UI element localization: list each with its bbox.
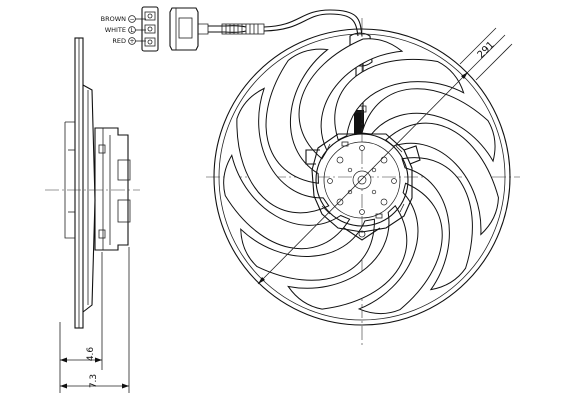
wire-label-brown: BROWN (101, 15, 127, 23)
connector-legend: BROWN − WHITE L RED + (101, 6, 373, 134)
fan-blade (223, 154, 351, 250)
fan-blade (385, 122, 499, 236)
side-view: 4.6 7.3 (45, 37, 140, 393)
fan-blade (401, 157, 473, 291)
fan-hub (305, 133, 421, 241)
wire-label-white: WHITE (105, 26, 126, 34)
front-view: 291 (206, 18, 520, 345)
side-view-motor (94, 127, 129, 251)
connector-face (141, 6, 159, 52)
fan-blade (265, 48, 329, 184)
fan-blade (298, 38, 404, 160)
fan-blade (240, 218, 375, 281)
fan-blades (223, 38, 499, 315)
fan-blade (236, 87, 330, 214)
wire-symbol-white: L (130, 27, 134, 34)
wire-label-red: RED (112, 37, 126, 45)
connector-body (169, 7, 209, 51)
side-view-shroud (82, 84, 96, 313)
wire-symbol-brown: − (129, 16, 134, 23)
wire-symbol-red: + (129, 38, 134, 45)
fan-outer-ring (213, 28, 511, 326)
dim-depth-inner: 4.6 (86, 347, 96, 362)
fan-blade (357, 182, 443, 315)
dim-diameter: 291 (476, 40, 497, 61)
dim-depth-total: 7.3 (89, 374, 99, 388)
fan-blade (361, 88, 496, 163)
fan-blade (287, 205, 408, 310)
fan-blade (334, 58, 465, 141)
